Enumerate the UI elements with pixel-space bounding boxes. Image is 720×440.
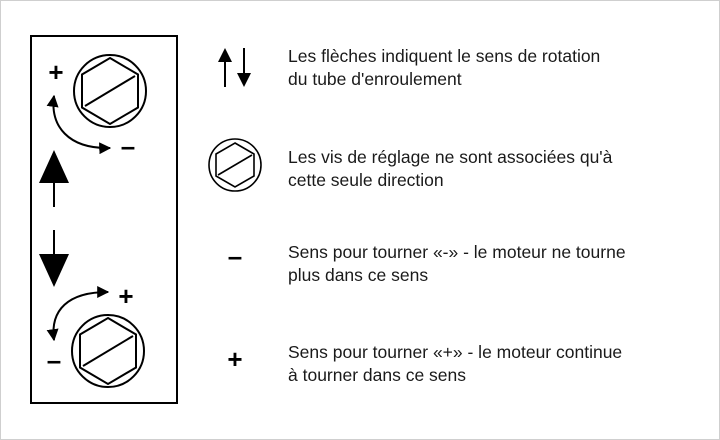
legend-arrows-text: Les flèches indiquent le sens de rotatio… xyxy=(288,45,698,91)
legend-minus-text: Sens pour tourner «-» - le moteur ne tou… xyxy=(288,241,698,287)
legend-minus-line1: Sens pour tourner «-» - le moteur ne tou… xyxy=(288,242,626,262)
legend-screw-icon xyxy=(208,138,262,192)
top-screw-minus: – xyxy=(121,131,135,161)
legend-plus-icon: + xyxy=(227,344,242,374)
legend-plus-line2: à tourner dans ce sens xyxy=(288,365,467,385)
up-arrow-icon xyxy=(39,150,69,207)
down-arrow-icon xyxy=(39,230,69,287)
legend-arrows-line1: Les flèches indiquent le sens de rotatio… xyxy=(288,46,601,66)
top-screw-plus: + xyxy=(48,57,63,87)
legend-minus-line2: plus dans ce sens xyxy=(288,265,429,285)
top-screw-icon xyxy=(73,54,147,128)
bottom-screw-minus: – xyxy=(47,345,61,375)
legend-screw-text: Les vis de réglage ne sont associées qu'… xyxy=(288,146,698,192)
legend-up-down-arrows-icon xyxy=(218,48,251,87)
bottom-screw-plus: + xyxy=(118,281,133,311)
motor-panel xyxy=(30,35,178,404)
legend-minus-icon: – xyxy=(228,241,242,271)
bottom-screw-icon xyxy=(71,314,145,388)
legend-plus-text: Sens pour tourner «+» - le moteur contin… xyxy=(288,341,698,387)
legend-plus-line1: Sens pour tourner «+» - le moteur contin… xyxy=(288,342,623,362)
top-rotation-arrow-icon xyxy=(46,94,112,155)
legend-screw-line2: cette seule direction xyxy=(288,170,444,190)
bottom-rotation-arrow-icon xyxy=(46,286,110,342)
legend-screw-line1: Les vis de réglage ne sont associées qu'… xyxy=(288,147,613,167)
legend-arrows-line2: du tube d'enroulement xyxy=(288,69,462,89)
